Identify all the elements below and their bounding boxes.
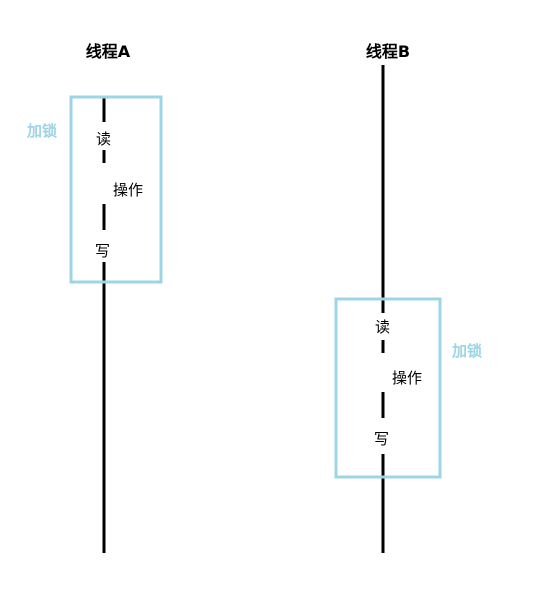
thread-a-lock-box [69, 95, 163, 284]
thread-b-read-label: 读 [375, 318, 390, 336]
thread-a-operate-label: 操作 [113, 181, 143, 199]
thread-a-write-label: 写 [95, 242, 110, 260]
thread-a-read-label: 读 [96, 130, 111, 148]
thread-b-lock-label: 加锁 [451, 342, 482, 360]
thread-b-write-label: 写 [374, 430, 389, 448]
thread-a-title: 线程A [86, 42, 131, 61]
thread-b-lock-box [334, 297, 442, 479]
thread-a: 线程A 加锁 读 操作 写 [26, 42, 163, 553]
thread-b: 线程B 加锁 读 操作 写 [334, 42, 482, 553]
thread-b-title: 线程B [366, 42, 410, 61]
thread-b-operate-label: 操作 [392, 369, 422, 387]
thread-a-lock-label: 加锁 [26, 122, 57, 140]
